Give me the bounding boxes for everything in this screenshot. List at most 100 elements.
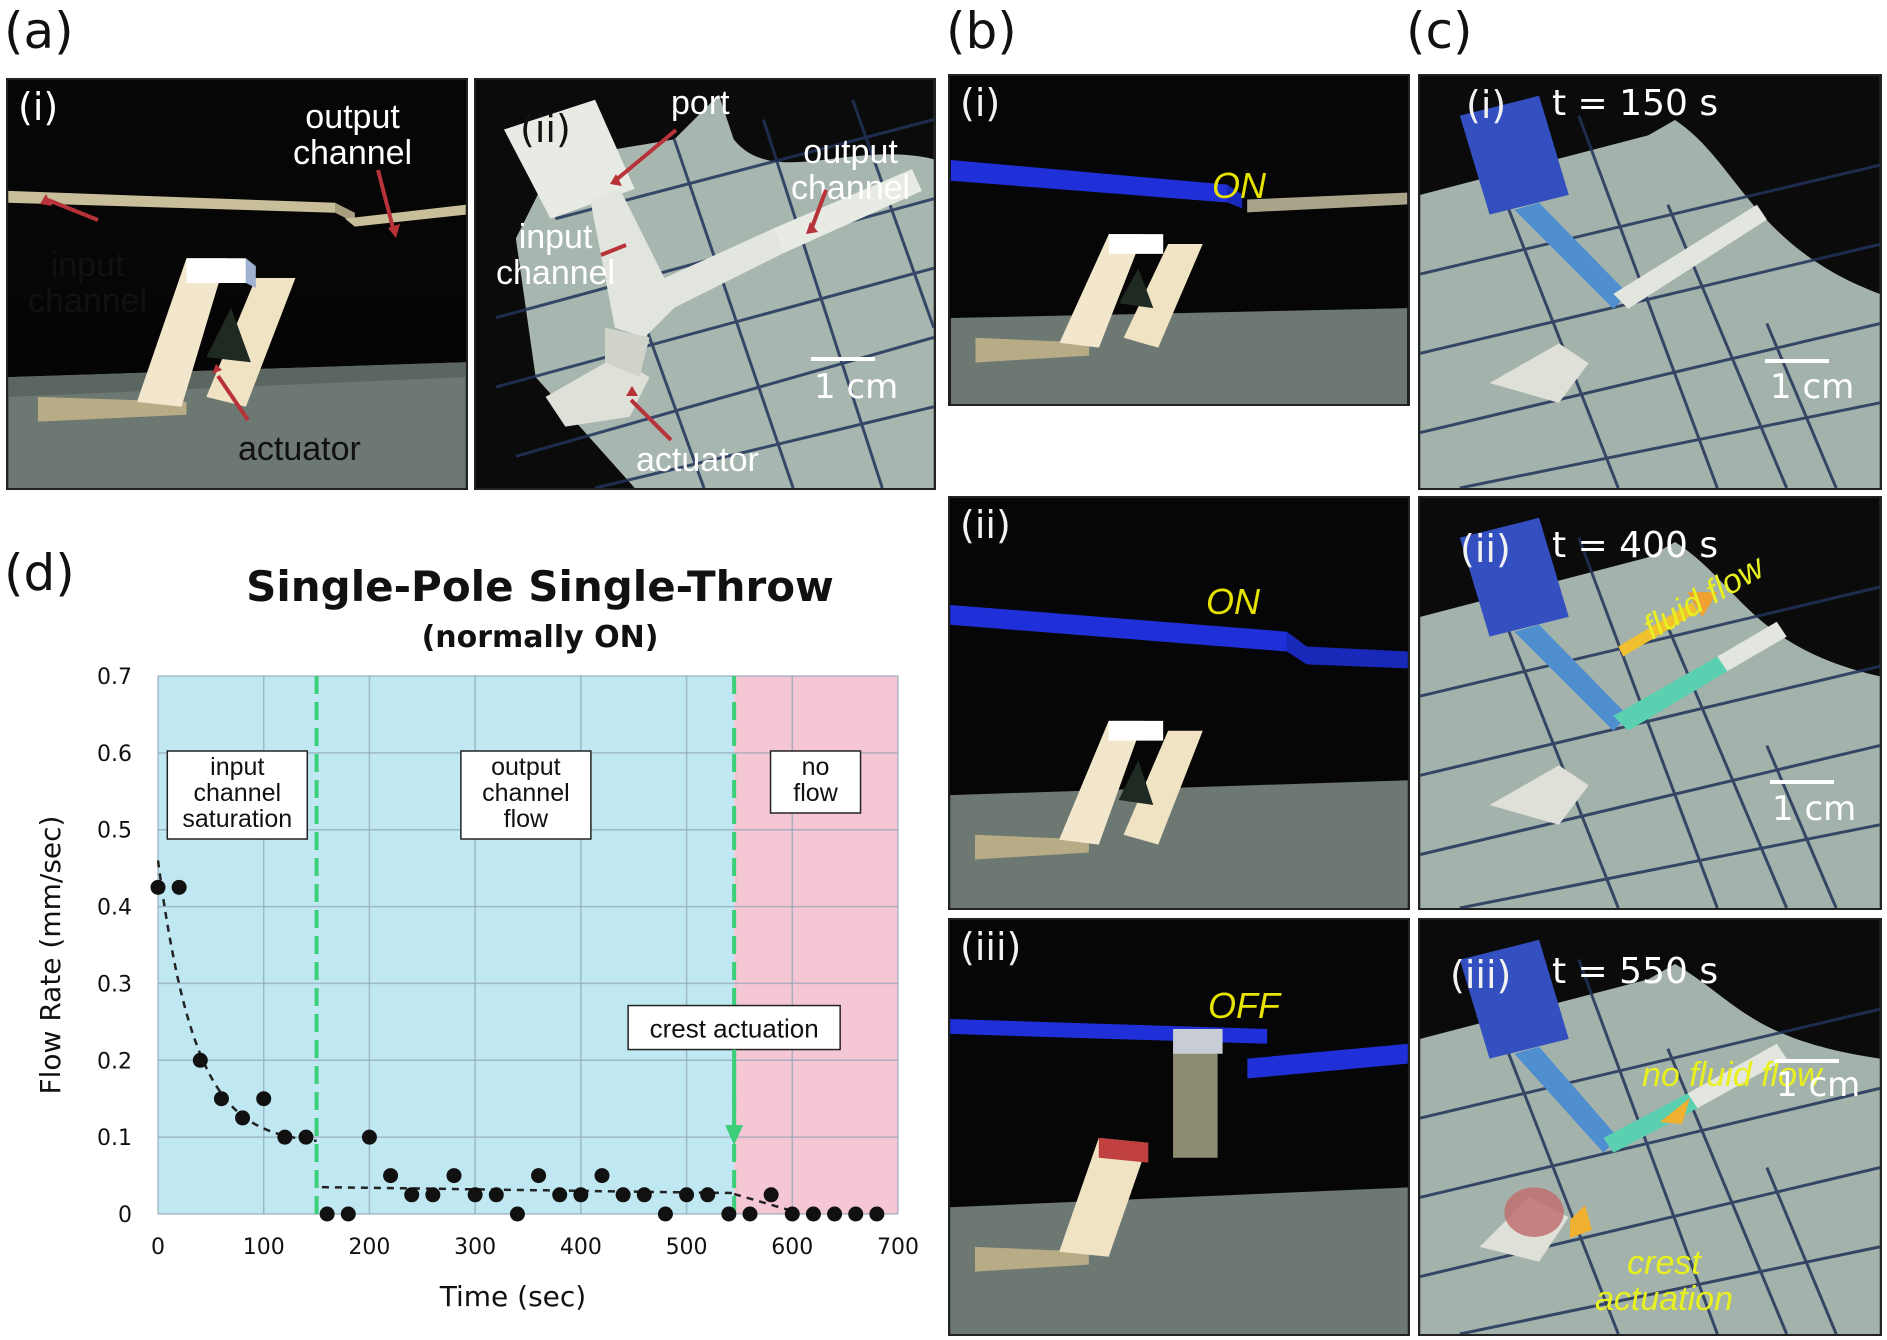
scale-bar [811, 357, 875, 361]
annotation-arrows [600, 128, 828, 442]
data-point [531, 1168, 547, 1184]
timestamp: t = 400 s [1552, 525, 1719, 566]
data-point [679, 1187, 695, 1203]
fit-tail [733, 1192, 793, 1213]
data-point [298, 1129, 314, 1145]
subpanel-label: (i) [1466, 83, 1507, 127]
chart-subtitle: (normally ON) [421, 620, 659, 655]
y-tick-label: 0.4 [97, 896, 132, 921]
annotation-arrows [1570, 1098, 1690, 1238]
y-tick-label: 0.3 [97, 972, 132, 997]
y-tick-label: 0.2 [97, 1049, 132, 1074]
render-scene [950, 604, 1408, 908]
x-tick-label: 700 [877, 1235, 919, 1260]
x-tick-label: 200 [348, 1235, 390, 1260]
region-label: channel [482, 779, 570, 807]
panel-c-iii: (iii) t = 550 s no fluid flow crest actu… [1418, 918, 1882, 1336]
panel-c-ii: (ii) t = 400 s fluid flow 1 cm [1418, 496, 1882, 910]
region-label-box [769, 750, 862, 814]
region-label: flow [504, 805, 549, 833]
annotation-arrows [40, 169, 400, 422]
panel-b-iii: (iii) OFF [948, 918, 1410, 1336]
data-point [636, 1187, 652, 1203]
x-tick-label: 600 [771, 1235, 813, 1260]
no-fluid-flow-label: no fluid flow [1642, 1056, 1822, 1094]
x-tick-label: 100 [243, 1235, 285, 1260]
region-label: channel [193, 779, 281, 807]
data-point [700, 1187, 716, 1203]
y-axis-label: Flow Rate (mm/sec) [34, 816, 67, 1095]
data-point [488, 1187, 504, 1203]
data-point [467, 1187, 483, 1203]
x-tick-label: 0 [151, 1235, 165, 1260]
data-point [721, 1206, 737, 1222]
input-channel-label: input channel [496, 218, 616, 292]
region-label-box [166, 750, 309, 840]
region-label: saturation [182, 805, 292, 833]
region-label: input [210, 753, 264, 781]
switch-state-label: ON [1212, 165, 1266, 206]
subpanel-label: (iii) [960, 925, 1022, 969]
port-label: port [671, 84, 730, 122]
subpanel-label: (ii) [1460, 527, 1511, 571]
data-point [256, 1091, 272, 1107]
subpanel-label: (ii) [960, 503, 1011, 547]
data-point [340, 1206, 356, 1222]
data-point [171, 879, 187, 895]
scale-bar [1770, 780, 1834, 784]
data-point [213, 1091, 229, 1107]
subpanel-label: (i) [18, 85, 59, 129]
output-channel-label: output channel [791, 133, 911, 207]
data-point [869, 1206, 885, 1222]
annotation-arrow-head [725, 1125, 744, 1146]
annotation-box [627, 1004, 841, 1051]
panel-label-d: (d) [4, 544, 75, 602]
scale-bar [1775, 1059, 1839, 1063]
data-point [594, 1168, 610, 1184]
photo-scene [476, 80, 934, 488]
data-point [827, 1206, 843, 1222]
data-point [784, 1206, 800, 1222]
x-axis-label: Time (sec) [439, 1280, 586, 1313]
render-scene [8, 80, 466, 488]
data-point [150, 879, 166, 895]
panel-a-i: (i) output channel input channel actuato… [6, 78, 468, 490]
flow-rate-chart: Single-Pole Single-Throw (normally ON) 0… [0, 530, 940, 1340]
panel-a-ii: (ii) port output channel input channel a… [474, 78, 936, 490]
region-label: output [491, 753, 561, 781]
switch-state-label: OFF [1208, 985, 1280, 1026]
photo-scene [1420, 498, 1880, 908]
data-point [742, 1206, 758, 1222]
subpanel-label: (ii) [520, 107, 571, 151]
data-point [235, 1110, 251, 1126]
x-tick-label: 500 [666, 1235, 708, 1260]
data-point [763, 1187, 779, 1203]
data-point [805, 1206, 821, 1222]
region-label: flow [793, 779, 838, 807]
data-point [552, 1187, 568, 1203]
x-tick-label: 400 [560, 1235, 602, 1260]
x-tick-label: 300 [454, 1235, 496, 1260]
data-point [192, 1052, 208, 1068]
data-point [615, 1187, 631, 1203]
data-point [425, 1187, 441, 1203]
photo-scene [1420, 76, 1880, 488]
data-point [509, 1206, 525, 1222]
data-point [573, 1187, 589, 1203]
subpanel-label: (i) [960, 81, 1001, 125]
fit-line [321, 1185, 735, 1195]
y-tick-label: 0.1 [97, 1126, 132, 1151]
data-point [361, 1129, 377, 1145]
input-channel-label: input channel [28, 246, 148, 320]
photo-scene [1420, 920, 1880, 1334]
y-tick-label: 0.6 [97, 742, 132, 767]
scale-label: 1 cm [814, 367, 899, 407]
scale-label: 1 cm [1776, 1065, 1861, 1105]
data-point [446, 1168, 462, 1184]
annotation-label: crest actuation [650, 1014, 819, 1044]
panel-b-ii: (ii) ON [948, 496, 1410, 910]
data-point [404, 1187, 420, 1203]
y-tick-label: 0 [118, 1203, 132, 1228]
render-scene [950, 1019, 1408, 1334]
